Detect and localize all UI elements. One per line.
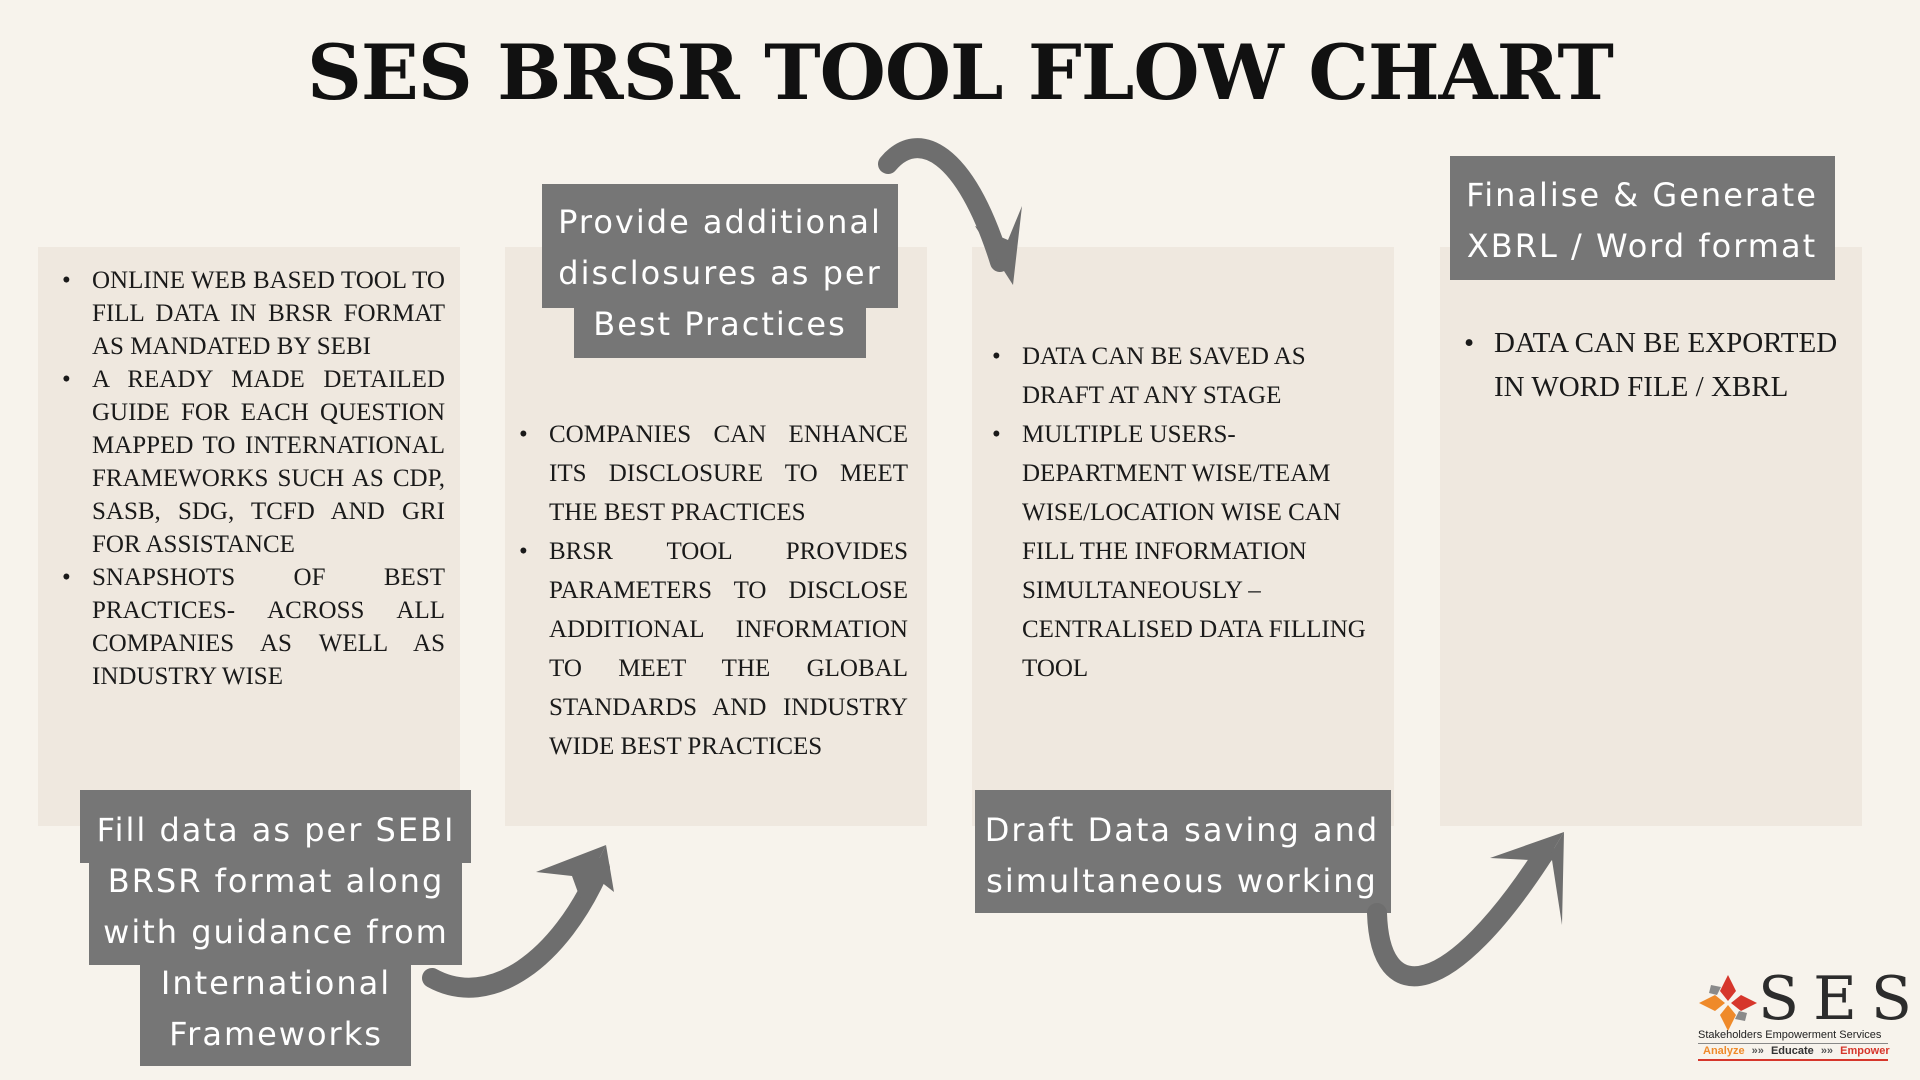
bullet-item: DATA CAN BE SAVED AS DRAFT AT ANY STAGE bbox=[992, 337, 1382, 415]
tag-line: Draft Data saving and bbox=[984, 811, 1380, 849]
tag-line: disclosures as per bbox=[558, 254, 882, 292]
arrow-2-head bbox=[975, 206, 1022, 285]
bullet-item: SNAPSHOTS OF BEST PRACTICES- ACROSS ALL … bbox=[62, 561, 445, 693]
tag-line: Finalise & Generate bbox=[1466, 176, 1818, 214]
arrow-2-curve bbox=[878, 138, 1010, 272]
step-1-tag-box bbox=[89, 860, 462, 965]
step-3-bullets: DATA CAN BE SAVED AS DRAFT AT ANY STAGE … bbox=[992, 337, 1382, 688]
tag-line: simultaneous working bbox=[986, 862, 1378, 900]
page-title: SES BRSR TOOL FLOW CHART bbox=[307, 28, 1614, 117]
arrow-3-head bbox=[1490, 832, 1564, 875]
step-1-tag-box bbox=[140, 962, 411, 1066]
ses-logo: SES Stakeholders Empowerment Services An… bbox=[1695, 964, 1912, 1062]
arrow-3-head bbox=[1538, 832, 1564, 925]
tag-line: Fill data as per SEBI bbox=[96, 811, 456, 849]
step-2-bullets: COMPANIES CAN ENHANCE ITS DISCLOSURE TO … bbox=[519, 415, 908, 766]
step-1-tag-box bbox=[80, 790, 471, 863]
ses-emblem-icon bbox=[1699, 975, 1757, 1031]
tag-line: Frameworks bbox=[169, 1015, 383, 1053]
step-3-tag-label: Draft Data saving and simultaneous worki… bbox=[972, 805, 1392, 907]
arrow-1-head bbox=[580, 845, 614, 898]
tag-line: Provide additional bbox=[558, 203, 882, 241]
tag-line: BRSR format along bbox=[107, 862, 445, 900]
logo-letters: SES bbox=[1758, 964, 1920, 1034]
step-1-bullets: ONLINE WEB BASED TOOL TO FILL DATA IN BR… bbox=[62, 264, 445, 693]
logo-subtitle: Stakeholders Empowerment Services bbox=[1698, 1029, 1882, 1041]
arrow-1-head bbox=[536, 845, 606, 898]
tagline-separator: »» bbox=[1820, 1045, 1834, 1057]
bullet-item: COMPANIES CAN ENHANCE ITS DISCLOSURE TO … bbox=[519, 415, 908, 532]
logo-underline bbox=[1698, 1059, 1888, 1061]
step-3-tag-box bbox=[975, 790, 1391, 913]
tagline-separator: »» bbox=[1751, 1045, 1764, 1057]
logo-tagline: Analyze »» Educate »» Empower bbox=[1703, 1045, 1894, 1057]
step-4-tag-box bbox=[1450, 156, 1835, 280]
arrow-1-curve bbox=[422, 858, 610, 998]
step-2-tag-label: Provide additional disclosures as per Be… bbox=[520, 197, 920, 350]
tag-line: with guidance from bbox=[103, 913, 449, 951]
step-1-tag-label: Fill data as per SEBI BRSR format along … bbox=[70, 805, 482, 1060]
bullet-item: ONLINE WEB BASED TOOL TO FILL DATA IN BR… bbox=[62, 264, 445, 363]
step-4-tag-label: Finalise & Generate XBRL / Word format bbox=[1452, 170, 1832, 272]
logo-divider bbox=[1698, 1043, 1888, 1044]
tagline-word: Educate bbox=[1770, 1045, 1814, 1057]
tag-line: XBRL / Word format bbox=[1466, 227, 1818, 265]
tag-line: Best Practices bbox=[593, 305, 847, 343]
step-2-tag-box bbox=[542, 184, 898, 308]
bullet-item: DATA CAN BE EXPORTED IN WORD FILE / XBRL bbox=[1464, 321, 1864, 409]
tag-line: International bbox=[160, 964, 392, 1002]
bullet-item: A READY MADE DETAILED GUIDE FOR EACH QUE… bbox=[62, 363, 445, 561]
tagline-word: Empower bbox=[1840, 1045, 1890, 1057]
step-2-tag-box bbox=[574, 306, 866, 358]
bullet-item: BRSR TOOL PROVIDES PARAMETERS TO DISCLOS… bbox=[519, 532, 908, 766]
arrow-3-curve bbox=[1367, 842, 1555, 987]
bullet-item: MULTIPLE USERS- DEPARTMENT WISE/TEAM WIS… bbox=[992, 415, 1382, 688]
step-4-bullets: DATA CAN BE EXPORTED IN WORD FILE / XBRL bbox=[1464, 321, 1864, 409]
tagline-word: Analyze bbox=[1703, 1045, 1745, 1057]
